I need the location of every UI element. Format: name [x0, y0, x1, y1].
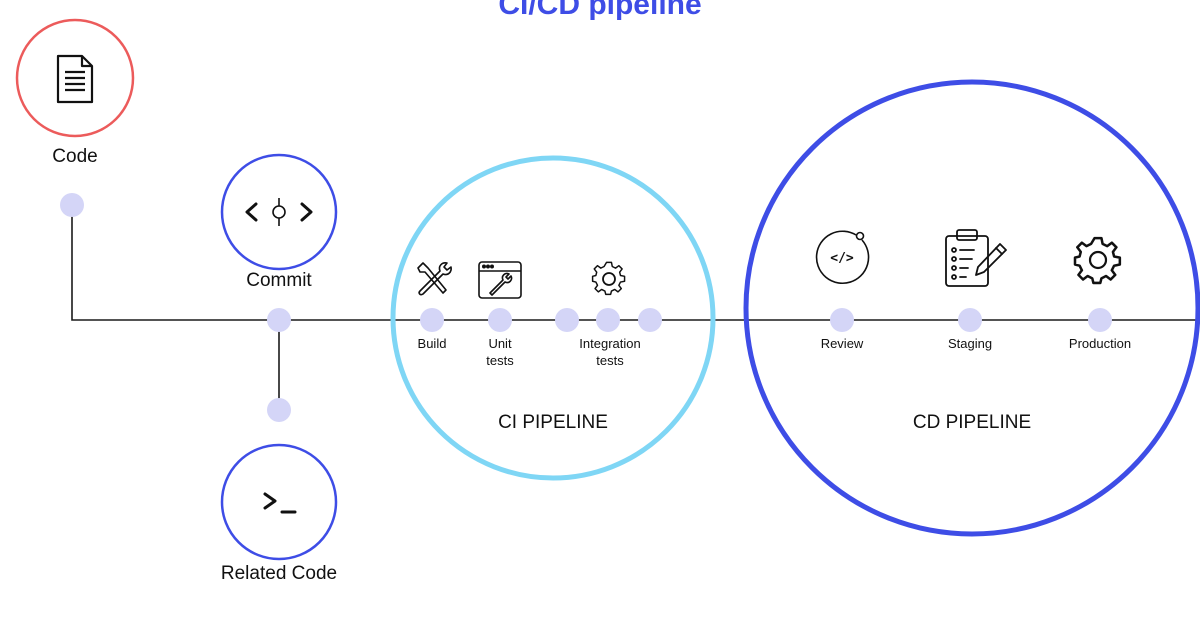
gear-icon	[591, 261, 626, 296]
related-node	[267, 398, 291, 422]
connector-lines	[71, 207, 1200, 410]
integration-node-2	[596, 308, 620, 332]
review-node	[830, 308, 854, 332]
code-review-icon	[815, 230, 870, 285]
code-connector	[71, 207, 1200, 321]
related-circle	[220, 443, 338, 561]
cd-pipeline-title: CD PIPELINE	[912, 412, 1032, 433]
production-label: Production	[1068, 336, 1132, 351]
tools-icon	[417, 262, 452, 296]
code-node	[60, 193, 84, 217]
ci-pipeline-title: CI PIPELINE	[498, 412, 608, 433]
browser-wrench-icon	[478, 261, 522, 299]
terminal-icon	[263, 492, 297, 514]
review-label: Review	[820, 336, 864, 351]
cd-pipeline-circle	[743, 79, 1200, 537]
unit-tests-label: tests	[486, 353, 514, 368]
document-icon	[56, 54, 94, 104]
unit-tests-node	[488, 308, 512, 332]
build-node	[420, 308, 444, 332]
integration-label: Integration	[579, 336, 641, 351]
integration-tests-label: tests	[596, 353, 624, 368]
commit-label: Commit	[246, 270, 312, 291]
unit-label: Unit	[488, 336, 512, 351]
review-icon-glyph: </>	[830, 251, 854, 266]
pipeline-nodes	[60, 193, 1112, 422]
commit-circle	[220, 153, 338, 271]
staging-node	[958, 308, 982, 332]
staging-label: Staging	[947, 336, 993, 351]
integration-node-3	[638, 308, 662, 332]
gear-icon-production	[1073, 236, 1122, 285]
integration-node-1	[555, 308, 579, 332]
ci-pipeline-circle	[390, 155, 716, 481]
related-code-label: Related Code	[220, 563, 338, 584]
commit-icon	[245, 198, 313, 226]
clipboard-pencil-icon	[945, 229, 1007, 287]
production-node	[1088, 308, 1112, 332]
commit-node	[267, 308, 291, 332]
code-label: Code	[52, 146, 98, 167]
diagram-title: CI/CD pipeline	[498, 0, 702, 21]
build-label: Build	[417, 336, 447, 351]
